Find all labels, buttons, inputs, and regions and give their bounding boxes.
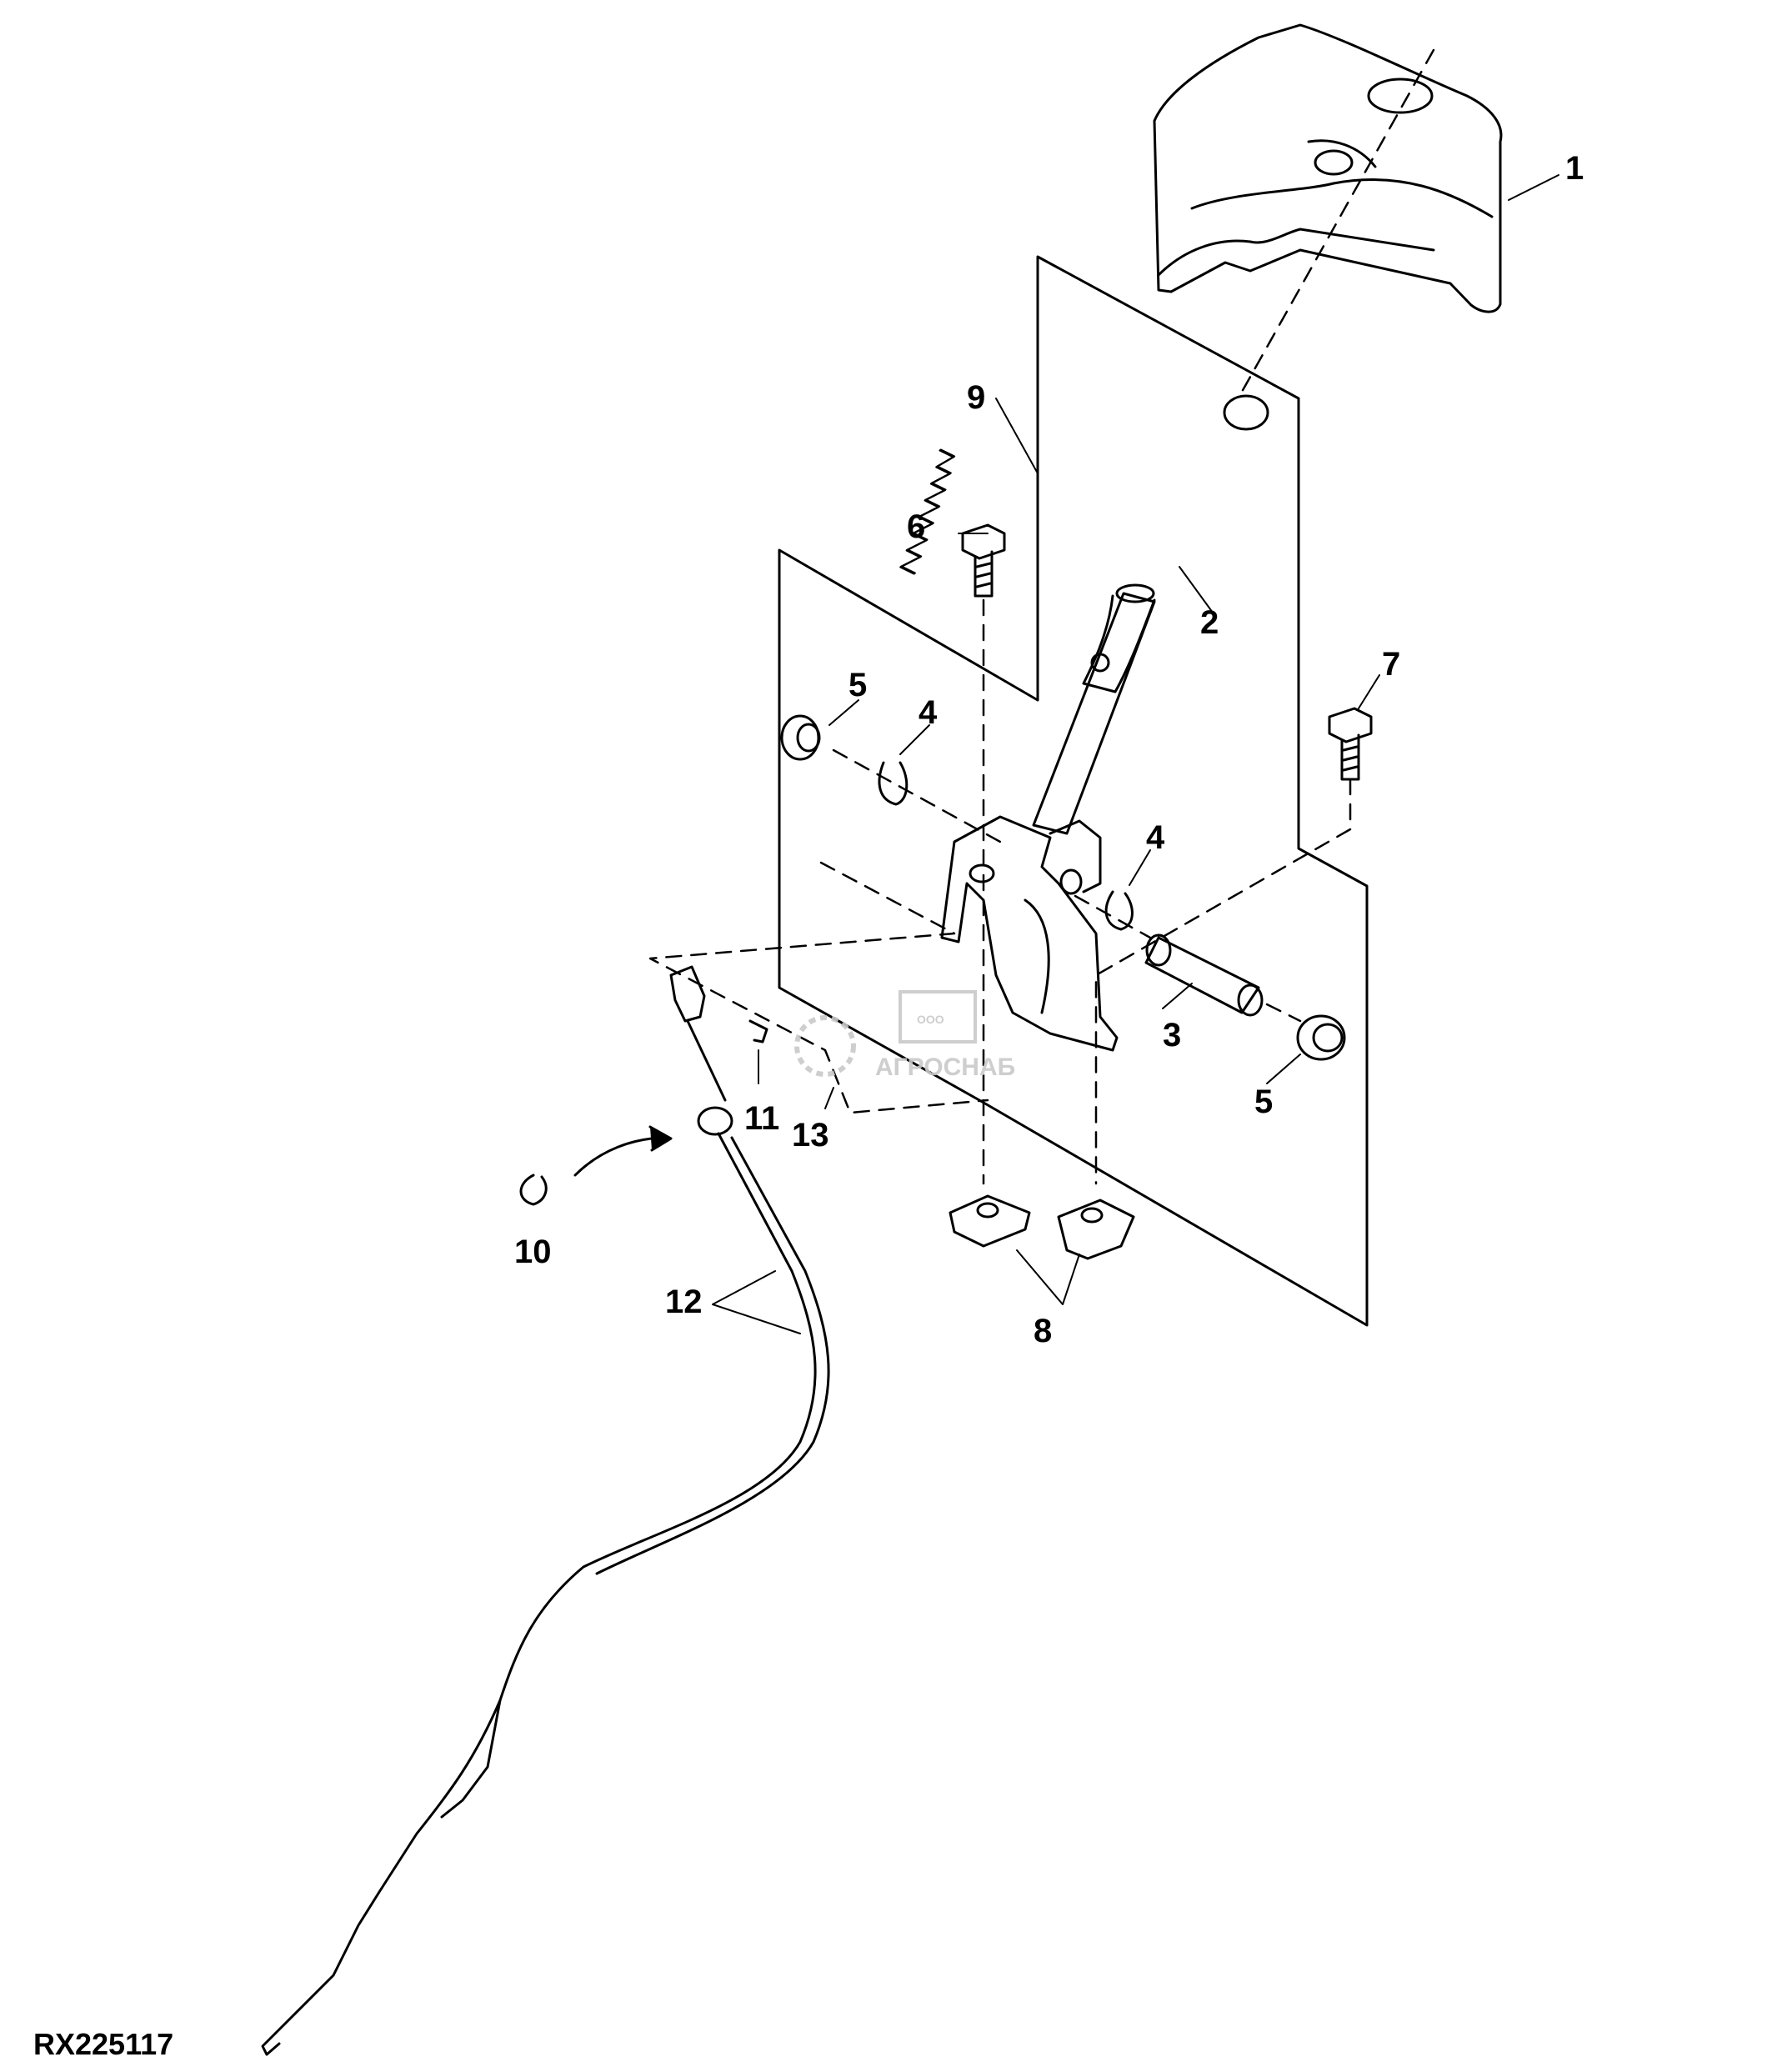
- callout-10: 10: [514, 1234, 552, 1270]
- shift-knob-cover: [1153, 23, 1503, 313]
- callout-8: 8: [1034, 1313, 1052, 1349]
- callout-12: 12: [665, 1284, 703, 1320]
- callout-5-left: 5: [848, 667, 867, 703]
- callout-3: 3: [1163, 1017, 1181, 1054]
- callout-1: 1: [1565, 150, 1584, 187]
- callout-13: 13: [792, 1117, 829, 1154]
- panel-outline: [778, 255, 1369, 1327]
- callout-4-right: 4: [1146, 819, 1165, 856]
- retaining-ring-right: [1104, 890, 1134, 931]
- spring: [899, 394, 1269, 575]
- watermark-prefix: ООО: [917, 1013, 944, 1026]
- cap-screw-7: [1328, 707, 1373, 781]
- figure-id: RX225117: [33, 2027, 173, 2061]
- bushing-left: [780, 714, 821, 761]
- watermark: ООО АГРОСНАБ: [794, 990, 1015, 1081]
- retaining-ring-left: [878, 761, 909, 806]
- control-cable: [273, 1132, 817, 2035]
- callout-4-left: 4: [919, 694, 938, 731]
- clip-nut-left: [949, 1194, 1031, 1248]
- pivot-pin: [1144, 933, 1264, 1017]
- pin-11: [748, 1019, 768, 1044]
- cable-clevis: [669, 965, 733, 1136]
- callout-2: 2: [1200, 604, 1219, 641]
- cap-screw-6: [961, 523, 1006, 598]
- callout-9: 9: [967, 379, 985, 416]
- watermark-brand: АГРОСНАБ: [875, 1054, 1015, 1081]
- callout-11: 11: [744, 1100, 779, 1137]
- clip-10: [519, 1174, 548, 1206]
- clip-nut-right: [1057, 1199, 1135, 1260]
- callout-7: 7: [1382, 646, 1400, 683]
- lever-bracket: [940, 815, 1119, 1052]
- callout-5-right: 5: [1254, 1084, 1273, 1120]
- shift-lever: [1032, 583, 1156, 835]
- callout-6: 6: [907, 508, 925, 545]
- bushing-right: [1296, 1014, 1346, 1061]
